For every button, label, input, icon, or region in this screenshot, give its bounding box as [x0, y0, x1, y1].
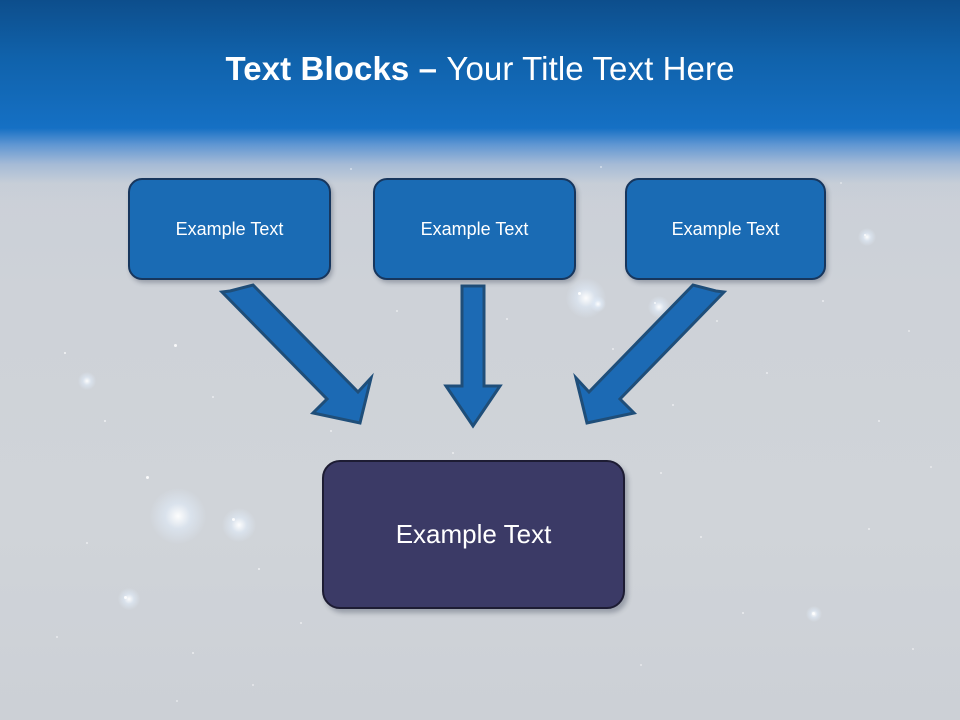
title-separator: – — [418, 50, 447, 87]
result-block[interactable]: Example Text — [322, 460, 625, 609]
text-block-2[interactable]: Example Text — [373, 178, 576, 280]
result-block-label: Example Text — [395, 519, 552, 549]
text-block-2-label: Example Text — [420, 218, 529, 239]
text-block-3[interactable]: Example Text — [625, 178, 826, 280]
text-block-1-label: Example Text — [175, 218, 284, 239]
title-light-part: Your Title Text Here — [446, 50, 735, 87]
header-band — [0, 0, 960, 128]
page-title: Text Blocks – Your Title Text Here — [0, 48, 960, 90]
text-block-3-label: Example Text — [671, 218, 780, 239]
arrow-down-right — [218, 283, 374, 425]
title-bold-part: Text Blocks — [225, 50, 419, 87]
arrow-down — [443, 284, 503, 429]
text-block-1[interactable]: Example Text — [128, 178, 331, 280]
arrow-down-left — [573, 283, 728, 425]
